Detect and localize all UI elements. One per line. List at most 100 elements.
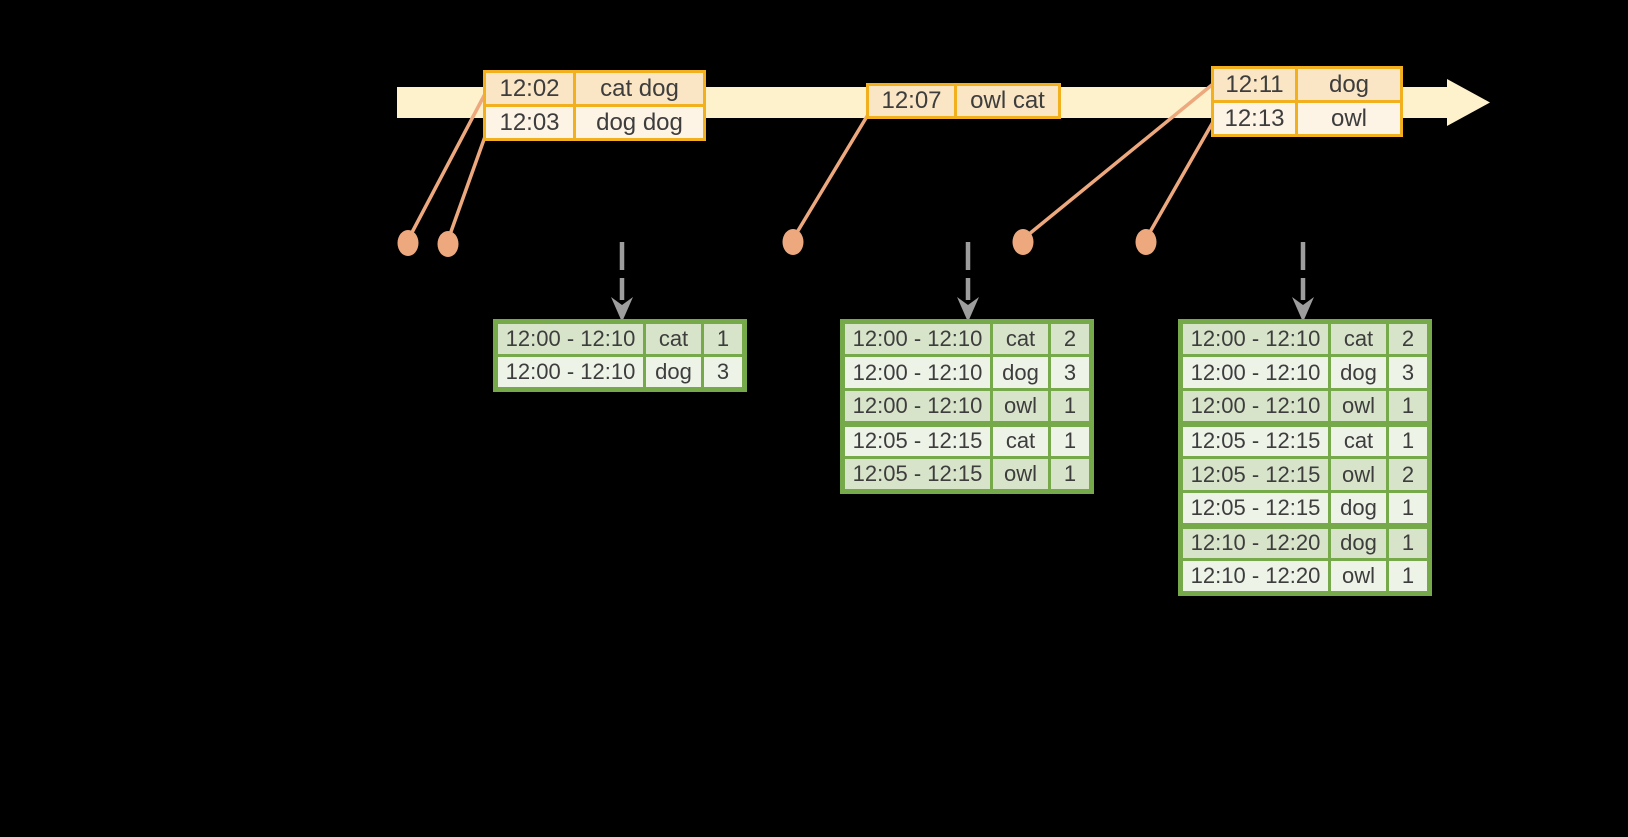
event-words-cell: cat dog [573, 70, 706, 107]
arrow-down-icon [957, 297, 979, 322]
word-cell: dog [990, 354, 1051, 391]
window-range-cell: 12:05 - 12:15 [841, 420, 993, 459]
window-range-cell: 12:05 - 12:15 [1179, 456, 1331, 493]
event-dot [1012, 229, 1034, 255]
word-cell: cat [1328, 420, 1389, 459]
window-range-cell: 12:05 - 12:15 [841, 456, 993, 493]
event-words-cell: owl [1295, 100, 1403, 137]
count-cell: 1 [1386, 558, 1431, 595]
word-cell: owl [1328, 456, 1389, 493]
event-words-cell: owl cat [954, 83, 1061, 119]
count-cell: 1 [1386, 388, 1431, 425]
event-time-cell: 12:07 [866, 83, 957, 119]
count-cell: 3 [1386, 354, 1431, 391]
event-connector-line [1021, 82, 1215, 241]
word-cell: owl [990, 388, 1051, 425]
trigger-arrows [611, 242, 1314, 322]
event-connector-lines [406, 82, 1215, 241]
window-range-cell: 12:00 - 12:10 [841, 320, 993, 357]
count-cell: 1 [1048, 456, 1093, 493]
count-cell: 1 [1048, 420, 1093, 459]
event-connector-line [1144, 121, 1215, 240]
event-dot [397, 230, 419, 256]
window-range-cell: 12:00 - 12:10 [841, 388, 993, 425]
word-cell: cat [1328, 320, 1389, 357]
count-cell: 1 [1386, 522, 1431, 561]
event-time-cell: 12:13 [1211, 100, 1298, 137]
window-range-cell: 12:05 - 12:15 [1179, 490, 1331, 527]
event-words-cell: dog dog [573, 104, 706, 141]
window-range-cell: 12:00 - 12:10 [841, 354, 993, 391]
word-cell: dog [1328, 522, 1389, 561]
event-words-cell: dog [1295, 66, 1403, 103]
count-cell: 1 [1386, 490, 1431, 527]
window-range-cell: 12:00 - 12:10 [494, 320, 646, 357]
count-cell: 2 [1386, 456, 1431, 493]
arrow-down-icon [611, 297, 633, 322]
word-cell: owl [1328, 558, 1389, 595]
count-cell: 3 [701, 354, 746, 391]
event-dot [437, 231, 459, 257]
word-cell: owl [990, 456, 1051, 493]
count-cell: 1 [1386, 420, 1431, 459]
window-range-cell: 12:10 - 12:20 [1179, 522, 1331, 561]
count-cell: 2 [1048, 320, 1093, 357]
event-time-cell: 12:03 [483, 104, 576, 141]
trigger-arrow [611, 242, 633, 322]
trigger-arrow [1292, 242, 1314, 322]
event-time-cell: 12:02 [483, 70, 576, 107]
event-dot [1135, 229, 1157, 255]
event-time-cell: 12:11 [1211, 66, 1298, 103]
count-cell: 1 [1048, 388, 1093, 425]
trigger-arrow [957, 242, 979, 322]
count-cell: 1 [701, 320, 746, 357]
time-axis-arrowhead-icon [1447, 79, 1490, 126]
event-connector-line [446, 130, 489, 241]
window-range-cell: 12:05 - 12:15 [1179, 420, 1331, 459]
word-cell: dog [643, 354, 704, 391]
window-range-cell: 12:00 - 12:10 [1179, 354, 1331, 391]
count-cell: 2 [1386, 320, 1431, 357]
word-cell: dog [1328, 490, 1389, 527]
window-range-cell: 12:00 - 12:10 [1179, 388, 1331, 425]
word-cell: dog [1328, 354, 1389, 391]
window-range-cell: 12:00 - 12:10 [494, 354, 646, 391]
word-cell: cat [990, 420, 1051, 459]
event-connector-line [791, 112, 871, 240]
word-cell: cat [643, 320, 704, 357]
event-dots [397, 229, 1157, 257]
count-cell: 3 [1048, 354, 1093, 391]
event-connector-line [406, 91, 488, 241]
word-cell: owl [1328, 388, 1389, 425]
arrow-down-icon [1292, 297, 1314, 322]
window-range-cell: 12:00 - 12:10 [1179, 320, 1331, 357]
word-cell: cat [990, 320, 1051, 357]
window-range-cell: 12:10 - 12:20 [1179, 558, 1331, 595]
